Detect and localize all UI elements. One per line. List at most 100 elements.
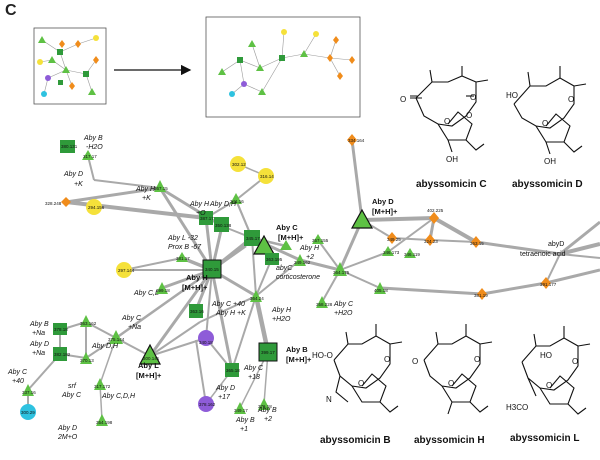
node-diamond bbox=[429, 212, 439, 224]
atom-o: O bbox=[568, 95, 574, 104]
node-triangle bbox=[333, 262, 347, 276]
annotation: +18 bbox=[248, 374, 260, 381]
node-id: 363.15 bbox=[470, 241, 484, 246]
node-circle bbox=[86, 199, 102, 215]
node-id: 300.29 bbox=[21, 410, 35, 415]
molecule-abyssomicin-d: HO O O OH abyssomicin D bbox=[506, 66, 587, 190]
annotation-bold: Aby B bbox=[286, 345, 308, 354]
node-id: 399.17 bbox=[261, 350, 275, 355]
node-triangle-highlight bbox=[252, 234, 276, 255]
node-circle bbox=[230, 156, 246, 172]
node-id: 346.119 bbox=[404, 252, 420, 257]
node-id: 349.25 bbox=[387, 237, 401, 242]
atom-ho-o: HO-O bbox=[312, 351, 333, 360]
node-id: 380.131 bbox=[61, 144, 78, 149]
clustered-thumbnail bbox=[205, 16, 361, 118]
node-id: 364.175 bbox=[333, 270, 350, 275]
node-triangle bbox=[94, 378, 106, 390]
node-triangle bbox=[404, 248, 416, 258]
atom-oh: OH bbox=[544, 157, 556, 166]
annotation: Aby C,D,H bbox=[101, 393, 136, 400]
node-id: 381.17 bbox=[176, 256, 190, 261]
node-id: 340.18 bbox=[199, 340, 213, 345]
atom-ho: HO bbox=[540, 351, 552, 360]
node-triangle bbox=[154, 180, 166, 192]
annotation: Aby D,H bbox=[209, 201, 237, 208]
node-square-highlight bbox=[202, 259, 222, 279]
annotation-bold: [M+H]+ bbox=[136, 371, 162, 380]
caption-abyssomicin-b: abyssomicin B bbox=[320, 435, 391, 446]
node-id: 378.18 bbox=[54, 327, 68, 332]
annotation-bold: [M+H]+ bbox=[278, 233, 304, 242]
annotation: Aby C bbox=[333, 301, 354, 308]
node-id: 376.18 bbox=[258, 404, 272, 409]
node-circle bbox=[20, 404, 36, 420]
node-triangle-highlight bbox=[139, 343, 161, 365]
node-diamond bbox=[347, 134, 357, 146]
node-diamond bbox=[61, 197, 71, 207]
annotation: Aby D bbox=[57, 425, 77, 432]
node-square bbox=[53, 347, 67, 361]
atom-n: N bbox=[326, 395, 332, 404]
node-triangle bbox=[96, 414, 108, 426]
node-triangle bbox=[382, 246, 394, 256]
atom-oh: OH bbox=[446, 155, 458, 164]
node-triangle bbox=[280, 240, 292, 250]
annotation: Aby L -32 bbox=[167, 235, 198, 242]
node-id: 350.138 bbox=[215, 223, 232, 228]
node-id: 365.18 bbox=[226, 368, 240, 373]
node-id: 387.17 bbox=[200, 216, 214, 221]
annotation: srf bbox=[68, 383, 77, 390]
node-triangle bbox=[250, 290, 262, 302]
node-triangle bbox=[80, 352, 92, 364]
node-id: 363.16 bbox=[190, 309, 204, 314]
annotation: Aby B bbox=[83, 135, 103, 142]
molecule-abyssomicin-b: HO-O N O O abyssomicin B bbox=[312, 324, 403, 446]
node-square bbox=[60, 140, 75, 153]
annotation: +K bbox=[142, 195, 151, 202]
annotation-bold: Aby D bbox=[372, 197, 394, 206]
annotation: Aby B bbox=[235, 417, 255, 424]
node-triangle bbox=[22, 384, 34, 396]
node-triangle-highlight bbox=[350, 208, 374, 229]
node-square bbox=[225, 363, 239, 377]
annotation: Aby C bbox=[61, 392, 82, 399]
caption-abyssomicin-d: abyssomicin D bbox=[512, 179, 583, 190]
molecule-abyssomicin-l: HO H3CO O O abyssomicin L bbox=[506, 326, 591, 444]
node-circle bbox=[258, 168, 274, 184]
atom-o: O bbox=[474, 355, 480, 364]
node-triangle bbox=[82, 150, 94, 160]
node-diamond bbox=[471, 236, 481, 248]
atom-o: O bbox=[572, 357, 578, 366]
annotation: Aby D bbox=[29, 341, 49, 348]
annotation: Aby C bbox=[121, 315, 142, 322]
node-id: 382.182 bbox=[54, 352, 71, 357]
annotation-bold: Aby C bbox=[276, 223, 298, 232]
node-id: 354.198 bbox=[96, 420, 113, 425]
annotation: tetraenoic acid bbox=[520, 251, 566, 258]
atom-o: O bbox=[546, 381, 552, 390]
node-id: 381.19 bbox=[474, 293, 488, 298]
node-triangle bbox=[294, 254, 306, 266]
annotation: Aby D bbox=[63, 171, 83, 178]
caption-abyssomicin-h: abyssomicin H bbox=[414, 435, 485, 446]
annotation: +Na bbox=[32, 330, 45, 337]
annotation-bold: [M+H]+ bbox=[286, 355, 312, 364]
node-id: 337.16 bbox=[22, 390, 36, 395]
annotation: Aby B bbox=[29, 321, 49, 328]
annotation: +H2O bbox=[272, 316, 291, 323]
caption-abyssomicin-c: abyssomicin C bbox=[416, 179, 487, 190]
annotation: -H2O bbox=[86, 144, 103, 151]
node-diamond bbox=[425, 234, 435, 246]
node-triangle bbox=[230, 193, 242, 204]
node-triangle bbox=[80, 315, 92, 327]
panel-letter: C bbox=[5, 2, 17, 19]
atom-o: O bbox=[412, 357, 418, 366]
node-square bbox=[265, 253, 279, 265]
node-triangle bbox=[258, 398, 270, 410]
node-id: 399.18 bbox=[156, 288, 170, 293]
annotation: Aby H bbox=[135, 186, 156, 193]
annotation: +2 bbox=[264, 416, 272, 423]
node-square bbox=[214, 217, 229, 232]
